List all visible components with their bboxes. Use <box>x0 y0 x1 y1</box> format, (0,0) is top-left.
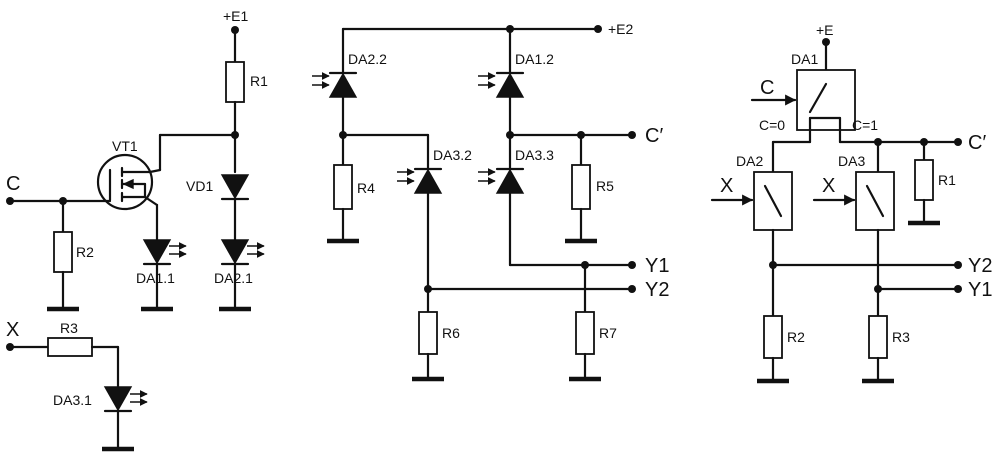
supply-e-label: +E <box>816 22 834 38</box>
left-circuit: +E1 R1 VD1 DA2.1 VT1 <box>6 8 268 452</box>
supply-e1-label: +E1 <box>223 8 249 24</box>
resistor-r4-label: R4 <box>357 180 375 196</box>
output-y2-terminal-right <box>954 261 962 269</box>
output-y1-terminal <box>628 261 636 269</box>
led-da3-1 <box>103 386 133 412</box>
photodiode-da3-2-label: DA3.2 <box>433 147 472 163</box>
resistor-r2-right-label: R2 <box>787 329 805 345</box>
photodiode-da1-2-label: DA1.2 <box>515 51 554 67</box>
output-c-prime-terminal <box>628 131 636 139</box>
photodiode-da2-2-label: DA2.2 <box>348 51 387 67</box>
output-y2-terminal <box>628 285 636 293</box>
led-da2-1-label: DA2.1 <box>214 270 253 286</box>
resistor-r3-right <box>868 315 888 359</box>
resistor-r2-label: R2 <box>76 244 94 260</box>
output-c-prime-label: C′ <box>645 125 663 147</box>
state-c1-label: C=1 <box>852 117 878 133</box>
photodiode-da2-2 <box>328 72 358 98</box>
output-c-prime-label-right: C′ <box>968 132 986 154</box>
diode-vd1-label: VD1 <box>186 178 213 194</box>
resistor-r1-right <box>914 159 934 201</box>
resistor-r2-right <box>763 315 783 359</box>
control-c-label: C <box>760 77 774 99</box>
supply-e1-terminal <box>231 26 239 34</box>
output-y2-label: Y2 <box>645 279 669 301</box>
state-c0-label: C=0 <box>759 117 785 133</box>
diode-vd1 <box>220 174 250 200</box>
resistor-r4 <box>333 164 353 210</box>
switch-da1-label: DA1 <box>791 51 818 67</box>
resistor-r5-label: R5 <box>596 178 614 194</box>
switch-da3-label: DA3 <box>838 153 865 169</box>
resistor-r5 <box>571 164 591 210</box>
resistor-r6 <box>418 311 438 355</box>
photodiode-da1-2 <box>495 72 525 98</box>
photodiode-da3-2 <box>413 168 443 194</box>
resistor-r3-label: R3 <box>60 320 78 336</box>
resistor-r3-right-label: R3 <box>892 329 910 345</box>
middle-circuit: +E2 DA2.2 R4 DA1.2 C′ R5 <box>312 21 669 382</box>
photodiode-da3-3-label: DA3.3 <box>515 147 554 163</box>
output-y1-terminal-right <box>954 285 962 293</box>
resistor-r1-label: R1 <box>250 73 268 89</box>
switch-da1 <box>796 69 856 131</box>
supply-e2-terminal <box>594 25 602 33</box>
right-circuit: +E DA1 C C=0 C=1 C′ R1 DA2 <box>710 22 992 384</box>
input-x-da2-label: X <box>720 175 733 197</box>
resistor-r2 <box>53 231 73 273</box>
led-da1-1 <box>142 239 172 265</box>
resistor-r7 <box>575 311 595 355</box>
supply-e2-label: +E2 <box>608 21 634 37</box>
transistor-vt1 <box>96 153 154 211</box>
resistor-r7-label: R7 <box>599 325 617 341</box>
output-c-prime-terminal-right <box>954 138 962 146</box>
resistor-r1 <box>225 61 245 103</box>
switch-da2-label: DA2 <box>736 153 763 169</box>
led-da1-1-label: DA1.1 <box>136 270 175 286</box>
input-x-label: X <box>6 319 19 341</box>
input-x-da3-label: X <box>822 175 835 197</box>
resistor-r1-right-label: R1 <box>938 172 956 188</box>
led-da3-1-label: DA3.1 <box>53 392 92 408</box>
resistor-r3 <box>47 337 93 357</box>
output-y1-label-right: Y1 <box>968 279 992 301</box>
photodiode-da3-3 <box>495 168 525 194</box>
transistor-vt1-label: VT1 <box>112 138 138 154</box>
led-da2-1 <box>220 239 250 265</box>
input-c-label: C <box>6 173 20 195</box>
output-y2-label-right: Y2 <box>968 255 992 277</box>
output-y1-label: Y1 <box>645 255 669 277</box>
resistor-r6-label: R6 <box>442 325 460 341</box>
